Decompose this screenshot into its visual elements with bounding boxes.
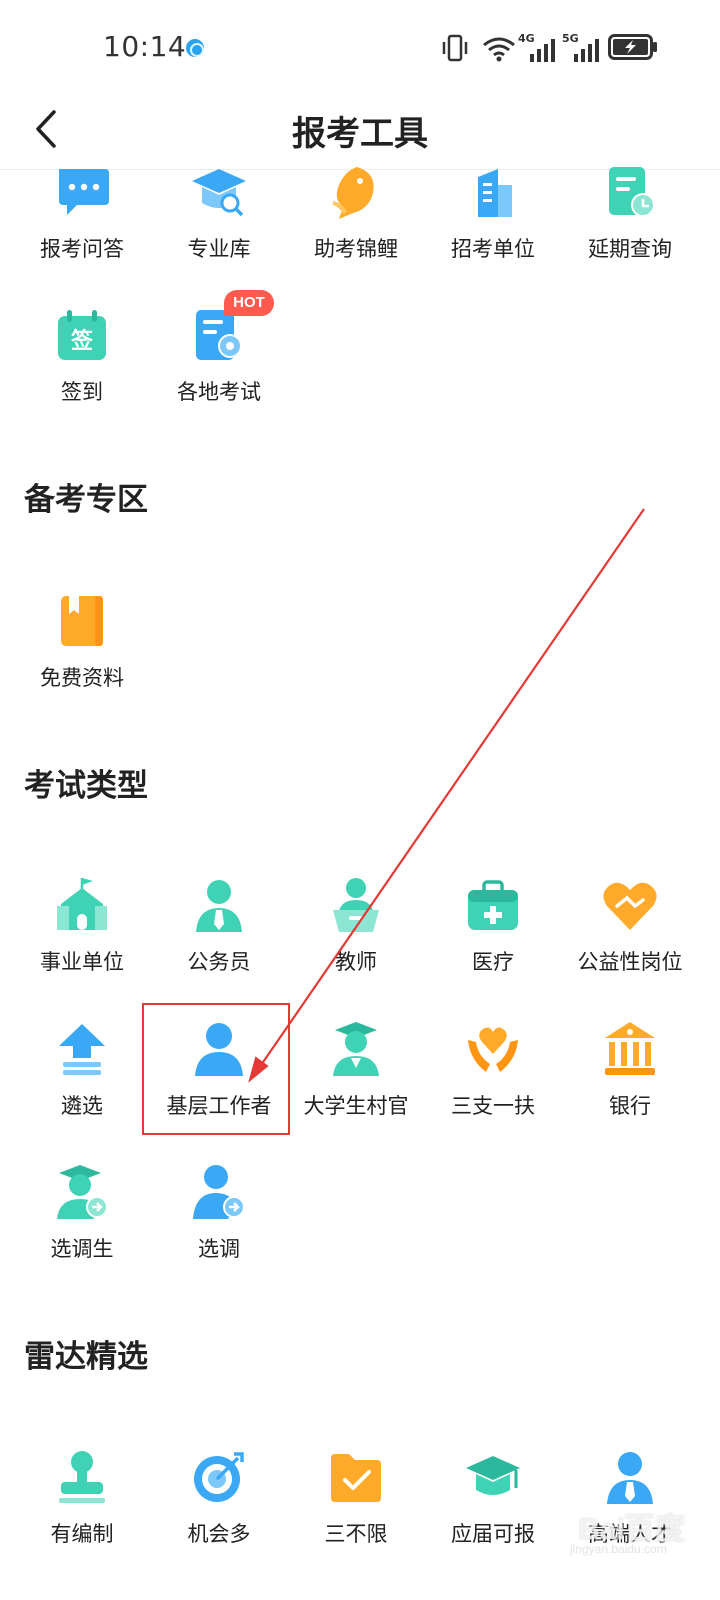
heart-handshake-icon	[603, 882, 657, 930]
building-icon	[478, 169, 512, 217]
person-icon	[195, 1023, 243, 1076]
header-bar: 报考工具	[0, 92, 720, 170]
section-title-radar: 雷达精选	[24, 1339, 148, 1375]
tool-label: 报考问答	[40, 237, 124, 261]
watermark-text: Bai百度	[578, 1513, 685, 1546]
exam-type-jiaoshi[interactable]: 教师	[286, 876, 426, 976]
exam-type-jiceng-gongzuozhe[interactable]: 基层工作者	[149, 1020, 289, 1120]
exam-type-label: 事业单位	[40, 950, 124, 974]
battery-charging-icon	[608, 34, 657, 60]
radar-label: 三不限	[324, 1522, 388, 1546]
exam-type-gongyixing-gangwei[interactable]: 公益性岗位	[560, 876, 700, 976]
watermark-url: jingyan.baidu.com	[570, 1542, 667, 1556]
exam-type-label: 教师	[335, 950, 377, 974]
prep-label: 免费资料	[40, 666, 124, 690]
tool-label: 延期查询	[588, 237, 672, 261]
exam-type-yinhang[interactable]: 银行	[560, 1020, 700, 1120]
page-title: 报考工具	[292, 114, 428, 154]
status-bar: 10:14 4G 5G	[0, 0, 720, 92]
radar-item-yingjie-kebao[interactable]: 应届可报	[423, 1448, 563, 1548]
exam-type-linxuan[interactable]: 遴选	[12, 1020, 152, 1120]
back-arrow-icon[interactable]	[26, 104, 70, 154]
graduation-cap-search-icon	[192, 169, 246, 217]
exam-type-shiye-danwei[interactable]: 事业单位	[12, 876, 152, 976]
tool-label: 各地考试	[177, 380, 261, 404]
book-icon	[61, 596, 103, 646]
graduate-person-icon	[333, 1022, 379, 1076]
tool-zhaokao-danwei[interactable]: 招考单位	[423, 163, 563, 263]
radar-label: 有编制	[50, 1522, 114, 1546]
section-title-exam-types: 考试类型	[24, 768, 148, 804]
graduate-arrow-icon	[57, 1165, 108, 1219]
person-arrow-icon	[193, 1165, 245, 1219]
signal-5g-label: 5G	[562, 32, 579, 45]
tool-label: 签到	[61, 380, 103, 404]
person-tie-icon	[196, 880, 242, 932]
koi-fish-icon	[332, 167, 374, 219]
exam-type-daxuesheng-cunguan[interactable]: 大学生村官	[286, 1020, 426, 1120]
heart-hands-icon	[468, 1027, 518, 1072]
exam-type-label: 银行	[609, 1094, 651, 1118]
svg-text:签: 签	[70, 328, 94, 354]
folder-check-icon	[331, 1454, 381, 1502]
radar-item-you-bianzhi[interactable]: 有编制	[12, 1448, 152, 1548]
chat-bubble-icon	[59, 169, 109, 215]
exam-type-label: 大学生村官	[303, 1094, 409, 1118]
tool-qiandao[interactable]: 签 签到	[12, 306, 152, 406]
tool-label: 专业库	[187, 237, 251, 261]
baidu-watermark: Bai百度 jingyan.baidu.com	[548, 1480, 720, 1590]
exam-type-xuandiao[interactable]: 选调	[149, 1163, 289, 1263]
exam-type-sanzhi-yifu[interactable]: 三支一扶	[423, 1020, 563, 1120]
tool-yanqi-chaxun[interactable]: 延期查询	[560, 163, 700, 263]
radar-label: 高端人才	[588, 1522, 672, 1546]
radar-item-jihui-duo[interactable]: 机会多	[149, 1448, 289, 1548]
prep-item-mianfei-ziliao[interactable]: 免费资料	[12, 592, 152, 692]
tool-baokao-wenda[interactable]: 报考问答	[12, 163, 152, 263]
highlight-box	[142, 1003, 290, 1135]
exam-type-label: 公益性岗位	[577, 950, 683, 974]
signal-4g-label: 4G	[518, 32, 535, 45]
signal-4g-icon: 4G	[518, 32, 558, 62]
stamp-icon	[59, 1451, 105, 1503]
exam-type-label: 公务员	[187, 950, 251, 974]
exam-type-label: 医疗	[472, 950, 514, 974]
exam-type-yiliao[interactable]: 医疗	[423, 876, 563, 976]
tool-label: 助考锦鲤	[314, 237, 398, 261]
document-location-icon	[196, 310, 242, 360]
exam-type-label: 三支一扶	[451, 1094, 535, 1118]
exam-type-xuandiaosheng[interactable]: 选调生	[12, 1163, 152, 1263]
document-clock-icon	[609, 167, 655, 217]
radar-item-san-buxian[interactable]: 三不限	[286, 1448, 426, 1548]
hot-badge: HOT	[224, 290, 274, 316]
radar-label: 机会多	[187, 1522, 251, 1546]
wifi-icon	[483, 37, 515, 62]
bank-icon	[605, 1022, 655, 1075]
exam-type-label: 基层工作者	[166, 1094, 272, 1118]
teacher-podium-icon	[333, 878, 379, 932]
tool-zhukao-jinli[interactable]: 助考锦鲤	[286, 163, 426, 263]
exam-type-label: 遴选	[61, 1094, 103, 1118]
exam-type-gongwuyuan[interactable]: 公务员	[149, 876, 289, 976]
school-building-icon	[57, 878, 107, 930]
arrow-up-icon	[59, 1024, 105, 1075]
person-tie-icon	[607, 1452, 653, 1504]
exam-type-label: 选调生	[50, 1237, 114, 1261]
graduation-cap-icon	[466, 1456, 520, 1495]
tool-label: 招考单位	[451, 237, 535, 261]
tool-zhuanye-ku[interactable]: 专业库	[149, 163, 289, 263]
calendar-sign-icon: 签	[58, 310, 106, 360]
radar-item-gaoduan-rencai[interactable]: 高端人才	[560, 1448, 700, 1548]
tool-gedi-kaoshi[interactable]: 各地考试	[149, 306, 289, 406]
exam-type-label: 选调	[198, 1237, 240, 1261]
status-time: 10:14	[103, 30, 187, 63]
section-title-prep: 备考专区	[24, 482, 148, 518]
signal-5g-icon: 5G	[562, 32, 602, 62]
location-dot-icon	[186, 39, 204, 57]
medical-kit-icon	[468, 880, 518, 930]
radar-label: 应届可报	[451, 1522, 535, 1546]
target-icon	[194, 1452, 244, 1502]
vibrate-icon	[442, 34, 468, 62]
